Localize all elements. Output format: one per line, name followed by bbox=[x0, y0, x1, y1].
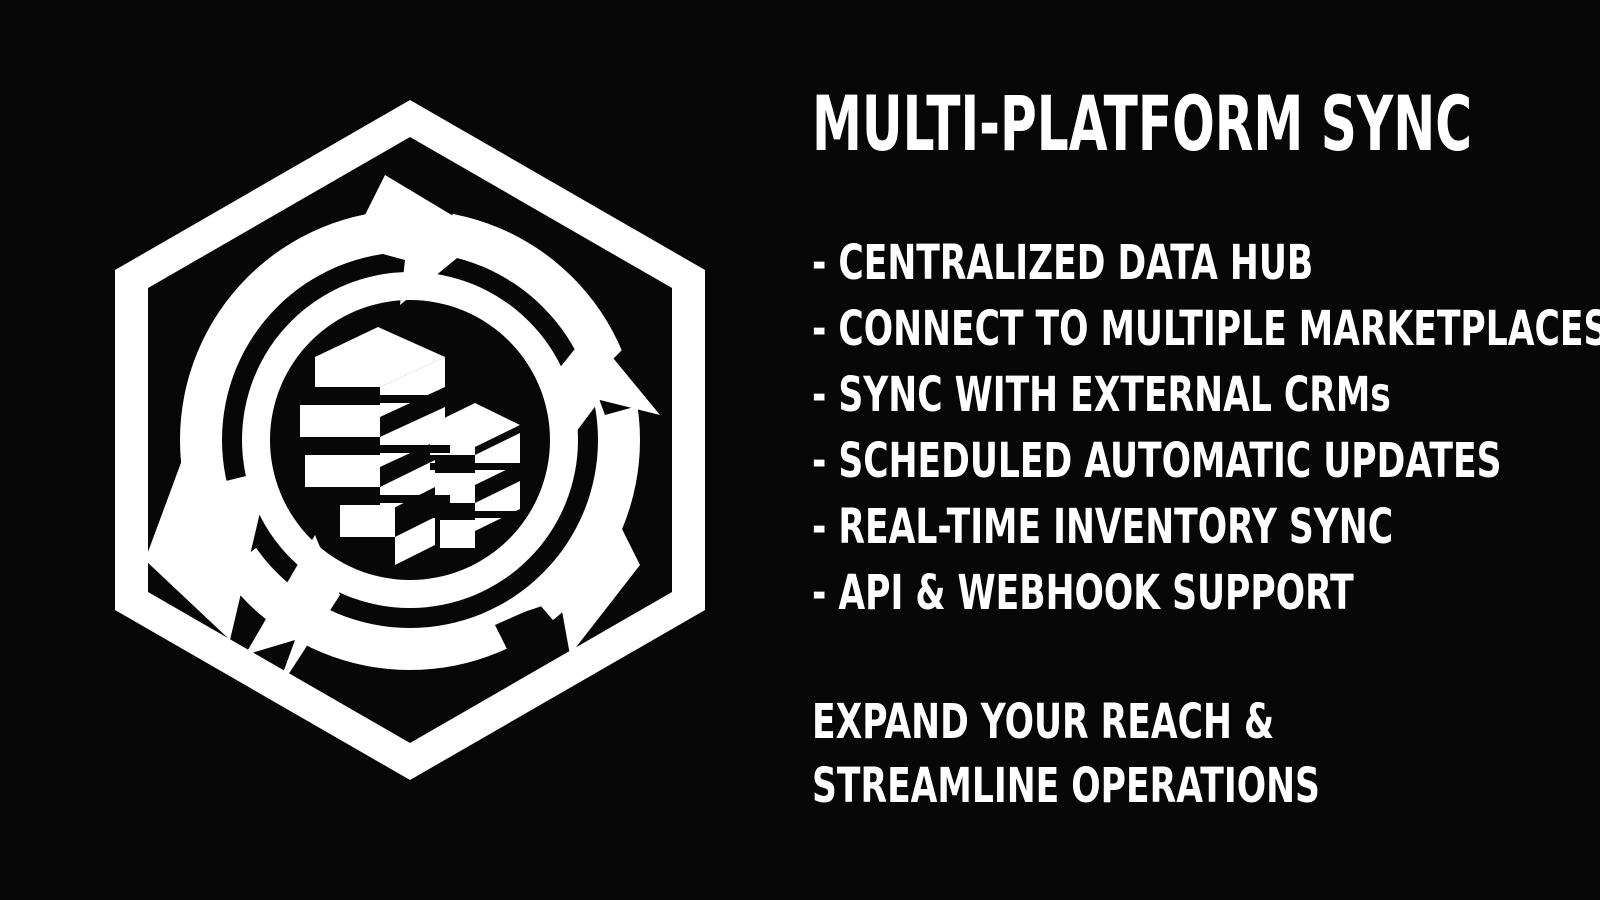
feature-item: - REAL-TIME INVENTORY SYNC bbox=[812, 499, 1394, 555]
slide-title: MULTI-PLATFORM SYNC bbox=[812, 79, 1473, 168]
text-column: MULTI-PLATFORM SYNC - CENTRALIZED DATA H… bbox=[812, 78, 1600, 818]
server-stack-icon bbox=[300, 327, 525, 565]
tagline-line-1: EXPAND YOUR REACH & bbox=[812, 694, 1275, 750]
feature-list: - CENTRALIZED DATA HUB - CONNECT TO MULT… bbox=[812, 230, 1600, 626]
arrow-head-lower-left-icon bbox=[245, 535, 340, 695]
feature-item: - SCHEDULED AUTOMATIC UPDATES bbox=[812, 433, 1502, 489]
arrow-head-right-icon bbox=[550, 330, 660, 440]
arrow-head-top-icon bbox=[350, 175, 485, 305]
feature-item: - CENTRALIZED DATA HUB bbox=[812, 235, 1314, 291]
arrow-head-bottom-icon bbox=[515, 525, 640, 655]
tagline-line-2: STREAMLINE OPERATIONS bbox=[812, 758, 1320, 814]
feature-item: - CONNECT TO MULTIPLE MARKETPLACES bbox=[812, 301, 1600, 357]
feature-item: - API & WEBHOOK SUPPORT bbox=[812, 565, 1354, 621]
sync-hub-emblem-icon bbox=[115, 100, 705, 780]
feature-item: - SYNC WITH EXTERNAL CRMs bbox=[812, 367, 1391, 423]
tagline: EXPAND YOUR REACH & STREAMLINE OPERATION… bbox=[812, 690, 1572, 818]
arrow-head-left-icon bbox=[145, 425, 270, 640]
